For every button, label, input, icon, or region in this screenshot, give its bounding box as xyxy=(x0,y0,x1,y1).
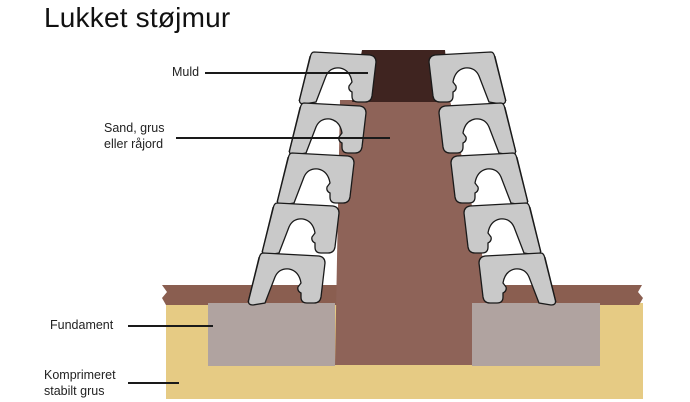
right-block-stack xyxy=(428,51,557,306)
label-komprimeret-line2: stabilt grus xyxy=(44,384,105,398)
retaining-block xyxy=(298,51,377,105)
retaining-block xyxy=(478,252,557,306)
retaining-block xyxy=(450,152,529,206)
foundation-left xyxy=(208,303,335,366)
label-muld: Muld xyxy=(172,65,200,79)
retaining-block xyxy=(428,51,507,105)
left-block-stack xyxy=(247,51,377,306)
retaining-block xyxy=(438,102,517,156)
retaining-block xyxy=(247,252,326,306)
label-komprimeret-line1: Komprimeret xyxy=(44,368,116,382)
foundation-right xyxy=(472,303,600,366)
diagram-title: Lukket støjmur xyxy=(44,2,231,33)
label-sand-line2: eller råjord xyxy=(104,137,164,151)
retaining-block xyxy=(463,202,542,256)
label-fundament: Fundament xyxy=(50,318,114,332)
label-sand-line1: Sand, grus xyxy=(104,121,165,135)
retaining-block xyxy=(288,102,367,156)
retaining-block xyxy=(261,202,340,256)
retaining-block xyxy=(276,152,355,206)
